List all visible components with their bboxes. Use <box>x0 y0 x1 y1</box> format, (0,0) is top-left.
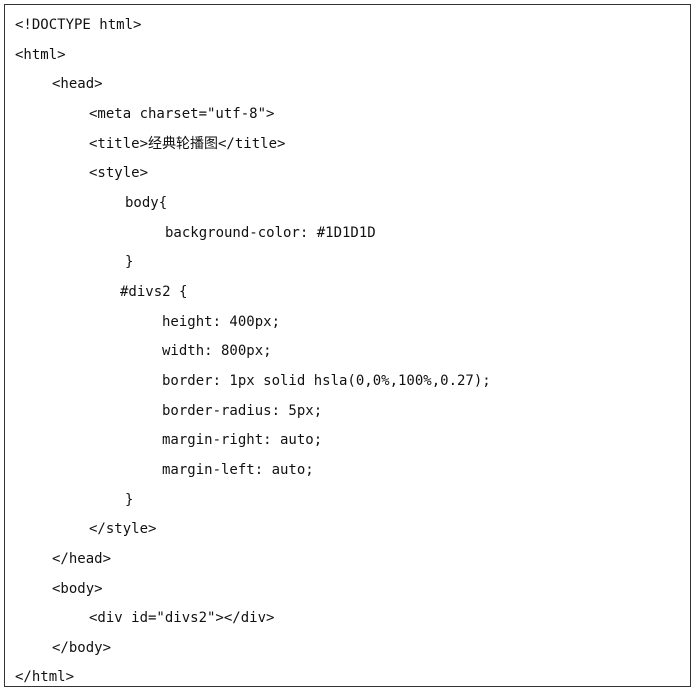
code-line: } <box>125 492 134 508</box>
code-line: #divs2 { <box>120 284 188 300</box>
code-line: background-color: #1D1D1D <box>165 225 376 241</box>
code-line: <style> <box>89 165 149 181</box>
code-line: <meta charset="utf-8"> <box>89 106 275 122</box>
code-line: <html> <box>15 47 66 63</box>
code-line: margin-left: auto; <box>162 462 314 478</box>
code-line: body{ <box>125 195 168 211</box>
code-listing-frame: <!DOCTYPE html> <html> <head> <meta char… <box>4 4 691 687</box>
code-line: </body> <box>52 640 112 656</box>
code-line: <head> <box>52 76 103 92</box>
code-line: <div id="divs2"></div> <box>89 610 275 626</box>
code-line: <body> <box>52 581 103 597</box>
code-line: </style> <box>89 521 157 537</box>
code-line: </html> <box>15 669 75 685</box>
code-line: border-radius: 5px; <box>162 403 323 419</box>
code-line: border: 1px solid hsla(0,0%,100%,0.27); <box>162 373 491 389</box>
code-line: } <box>125 254 134 270</box>
code-line: margin-right: auto; <box>162 432 323 448</box>
code-line: <!DOCTYPE html> <box>15 17 142 33</box>
code-line: </head> <box>52 551 112 567</box>
code-line: width: 800px; <box>162 343 272 359</box>
code-line: <title>经典轮播图</title> <box>89 136 286 152</box>
code-line: height: 400px; <box>162 314 281 330</box>
